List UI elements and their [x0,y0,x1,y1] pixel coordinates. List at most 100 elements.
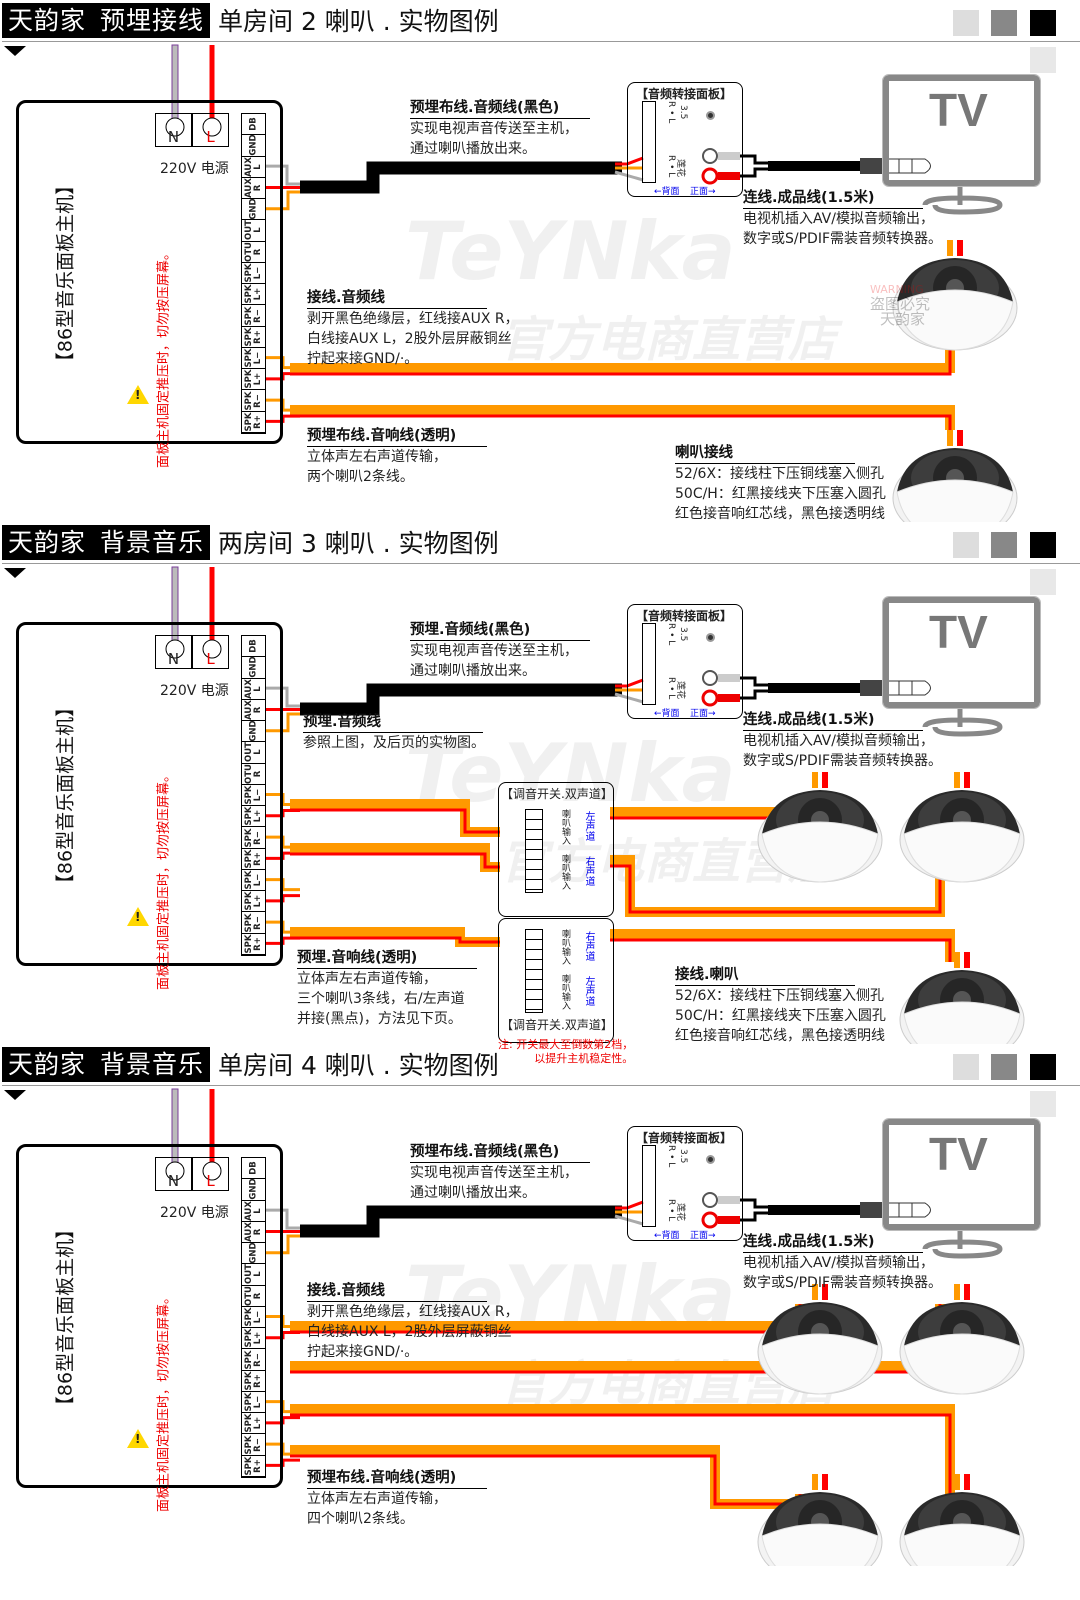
note-note_a: 接线.音频线剥开黑色绝缘层，红线接AUX R，白线接AUX L，2股外层屏蔽铜丝… [307,1279,519,1362]
terminal: SPK L− [242,870,265,892]
switch-title: 【调音开关.双声道】 [501,787,613,801]
terminal-label: SPK L+ [243,1328,263,1348]
note-line: 剥开黑色绝缘层，红线接AUX R， [307,311,519,327]
terminal: OUT L [242,742,265,764]
warning-icon [127,907,149,926]
terminal: SPK R+ [242,412,265,433]
note-line: 两个喇叭2条线。 [307,469,414,485]
terminal-label: AUX R [243,1222,263,1242]
ceiling-speaker [899,952,1025,1044]
wiring-diagram [165,44,1018,522]
terminal: SPK L− [242,263,265,285]
spk-tap [266,1416,300,1425]
adapter-front: 正面→ [690,1231,716,1241]
host-label: 【86型音乐面板主机】 [54,175,77,372]
speaker-wire-6-orange [610,929,955,962]
swatch-gray [991,10,1017,36]
warning-icon-mark: ! [135,388,141,402]
tv-label: TV [929,606,988,658]
terminal-label: OUT L [243,742,263,763]
note-line: 电视机插入AV/模拟音频输出， [743,1255,934,1271]
adapter-title: 【音频转接面板】 [636,609,733,623]
note-audio_cable: 预埋布线.音频线(黑色)实现电视声音传送至主机，通过喇叭播放出来。 [410,1140,590,1203]
ceiling-speaker [892,240,1018,351]
adp-white [614,692,644,704]
tv-icon: TV [882,1118,1041,1231]
volume-switch-1: 【调音开关.双声道】 喇叭输入左声道喇叭输入右声道 [498,782,614,917]
terminal-l [202,1161,222,1181]
warning-text: 面板主机固定推压时，切勿按压屏幕。 [156,1291,172,1513]
divider [2,563,1080,564]
host-panel: 【86型音乐面板主机】面板主机固定推压时，切勿按压屏幕。 ! [16,622,283,990]
power-label: 220V 电源 [160,683,229,699]
adapter-title: 【音频转接面板】 [636,87,733,101]
rca-red [701,1211,719,1229]
swatch-light-2 [1030,47,1056,73]
power-l: L [192,635,229,669]
section-header: 天韵家背景音乐 [2,1047,211,1082]
note-line: 白线接AUX L，2股外层屏蔽铜丝 [307,331,512,347]
aux-l-wire [266,164,303,186]
terminal-label: SPK L− [243,1392,263,1412]
terminal: AUX L [242,1201,265,1222]
rca-white [702,1192,718,1208]
jack-plug [860,680,886,696]
divider [2,41,1080,42]
terminal: SPK L+ [242,806,265,828]
swatch-gray [991,1054,1017,1080]
note-tv_cable: 连线.成品线(1.5米)电视机插入AV/模拟音频输出，数字或S/PDIF需装音频… [743,186,942,249]
terminal: DB [242,1158,265,1180]
terminal: GND [242,198,265,221]
terminal-label: SPK R− [243,1350,263,1369]
note-title: 喇叭接线 [675,441,855,464]
power-n: N [155,113,192,147]
speaker-wire-2-red [290,852,500,869]
terminal-n [165,117,185,137]
terminal: SPK R− [242,1349,265,1371]
brand-name: 天韵家 [8,528,87,557]
terminal: OTU R [242,242,265,263]
ceiling-speaker [899,772,1025,883]
terminal-label: DB [248,639,258,653]
terminal-label: SPK R− [243,828,263,847]
terminal-label: SPK L− [243,1307,263,1327]
rca-plug-white [718,674,740,682]
swatch-light-2 [1030,569,1056,595]
triangle-down-icon [4,46,26,56]
terminal: GND [242,1179,265,1201]
ceiling-speaker [899,1284,1025,1395]
terminal-label: GND [248,198,258,220]
note-title: 预埋.音频线 [303,710,483,733]
terminal-label: SPK R− [243,306,263,325]
wiring-diagram [165,566,1025,1044]
terminal: GND [242,657,265,679]
spk-tap [266,1458,300,1467]
audio-cable-black [300,683,622,716]
terminal-l [202,639,222,659]
tv-stand [922,1230,1003,1259]
terminal: SPK L+ [242,1413,265,1435]
terminal: SPK R− [242,390,265,412]
jack-plug [860,158,886,174]
note-line: 通过喇叭播放出来。 [410,1185,536,1201]
terminal-label: SPK R+ [243,327,263,347]
note-title: 预埋布线.音响线(透明) [307,424,487,447]
note-line: 电视机插入AV/模拟音频输出， [743,733,934,749]
warning-icon-mark: ! [135,910,141,924]
aux-l-wire [266,686,303,708]
adapter-front: 正面→ [690,709,716,719]
note-line: 52/6X：接线柱下压铜线塞入侧孔 [675,988,885,1004]
terminal-label: SPK R− [243,913,263,933]
power-l: L [192,1157,229,1191]
ceiling-speaker [757,772,883,883]
swatch-black [1030,1054,1056,1080]
terminal: SPK R+ [242,1371,265,1392]
switch-terminals [525,809,543,893]
terminal: AUX R [242,700,265,722]
switch-channel-label: 右声道 [583,856,594,886]
terminal: SPK R+ [242,849,265,870]
footnote: 注: 开关最大至倒数第2档，以提升主机稳定性。 [498,1038,633,1066]
speaker-wire-5-red [290,936,500,944]
